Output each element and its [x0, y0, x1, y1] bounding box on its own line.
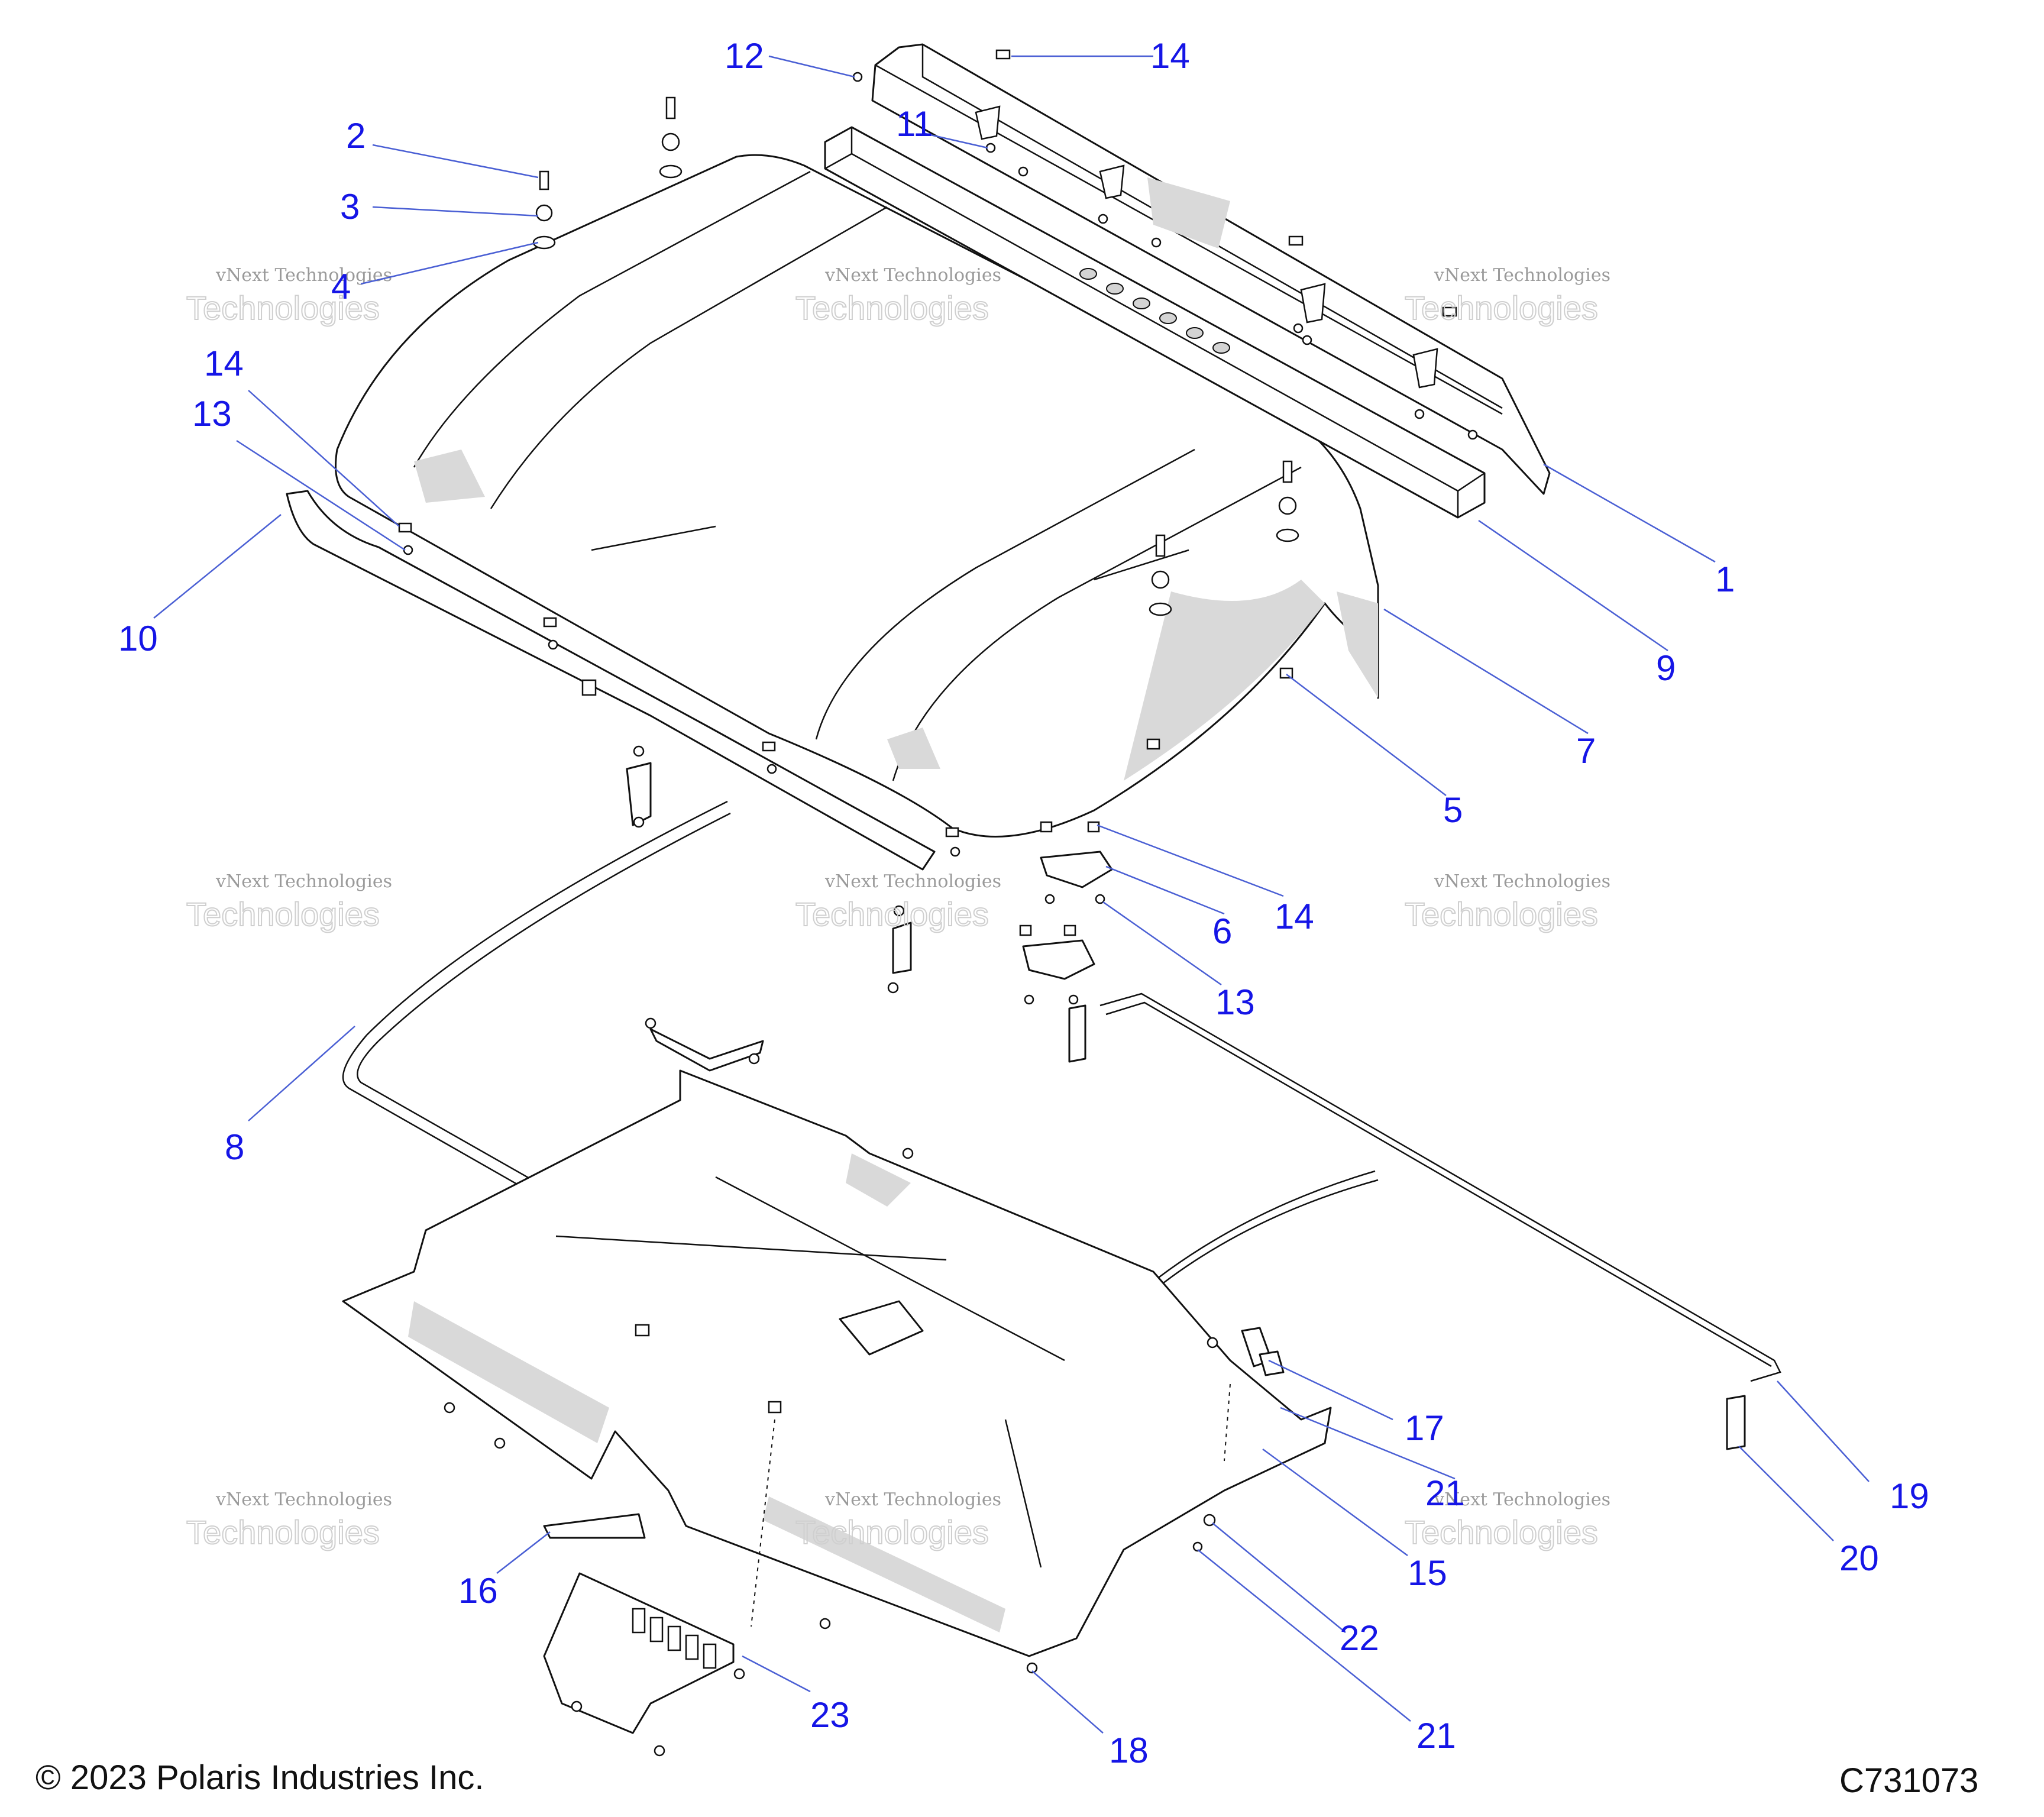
callout-19: 19	[1890, 1476, 1929, 1516]
watermark-big: Technologies	[795, 895, 989, 933]
callout-21: 21	[1416, 1716, 1456, 1755]
watermark-big: Technologies	[1405, 289, 1598, 326]
callout-14: 14	[204, 344, 244, 383]
watermark-big: Technologies	[795, 289, 989, 326]
rear-rail	[871, 43, 1551, 495]
watermark-text: vNext Technologies	[1434, 871, 1610, 892]
watermark-big: Technologies	[186, 895, 380, 933]
callout-13: 13	[1215, 982, 1255, 1022]
callout-10: 10	[118, 619, 158, 658]
copyright-text: © 2023 Polaris Industries Inc.	[35, 1758, 484, 1797]
callout-2: 2	[346, 116, 366, 156]
watermark-text: vNext Technologies	[1434, 1489, 1610, 1510]
foam-strip	[824, 126, 1486, 519]
drawing-number: C731073	[1839, 1761, 1978, 1800]
callout-9: 9	[1656, 648, 1676, 688]
watermark-text: vNext Technologies	[824, 1489, 1001, 1510]
watermark-text: vNext Technologies	[215, 1489, 392, 1510]
callout-13: 13	[192, 394, 232, 434]
watermark-big: Technologies	[1405, 1514, 1598, 1551]
callout-21: 21	[1425, 1473, 1465, 1513]
callout-14: 14	[1150, 36, 1190, 76]
headliner	[342, 1069, 1332, 1657]
callout-3: 3	[340, 187, 360, 227]
watermark-big: Technologies	[1405, 895, 1598, 933]
front-trim-strip	[286, 490, 936, 871]
callout-15: 15	[1408, 1553, 1447, 1593]
callout-1: 1	[1715, 560, 1735, 599]
watermark-text: vNext Technologies	[824, 265, 1001, 286]
callout-22: 22	[1340, 1618, 1379, 1658]
callout-5: 5	[1443, 790, 1463, 830]
watermark-text: vNext Technologies	[215, 871, 392, 892]
callout-8: 8	[225, 1127, 244, 1167]
watermark-text: vNext Technologies	[1434, 265, 1610, 286]
watermark-text: vNext Technologies	[824, 871, 1001, 892]
callout-12: 12	[725, 36, 764, 76]
callout-23: 23	[810, 1695, 850, 1735]
bracket-set	[626, 762, 1113, 1072]
callout-6: 6	[1212, 911, 1232, 951]
callouts: 1 2 3 4 5 6 7 8 9 10 11 12 13 13 14 14 1…	[118, 36, 1929, 1770]
callout-20: 20	[1839, 1538, 1879, 1578]
callout-11: 11	[896, 104, 933, 144]
callout-7: 7	[1576, 731, 1596, 771]
watermark-big: Technologies	[186, 1514, 380, 1551]
fasteners	[398, 72, 1478, 1757]
watermark-big: Technologies	[795, 1514, 989, 1551]
watermarks: vNext Technologies Technologies vNext Te…	[186, 265, 1610, 1551]
callout-14: 14	[1275, 897, 1314, 936]
callout-4: 4	[331, 267, 351, 306]
side-seal-strip	[1068, 992, 1781, 1450]
watermark-big: Technologies	[186, 289, 380, 326]
callout-16: 16	[458, 1571, 498, 1611]
callout-18: 18	[1109, 1731, 1149, 1770]
roof-panel	[335, 154, 1379, 838]
callout-17: 17	[1405, 1408, 1444, 1448]
leader-lines	[153, 55, 1870, 1734]
watermark-text: vNext Technologies	[215, 265, 392, 286]
